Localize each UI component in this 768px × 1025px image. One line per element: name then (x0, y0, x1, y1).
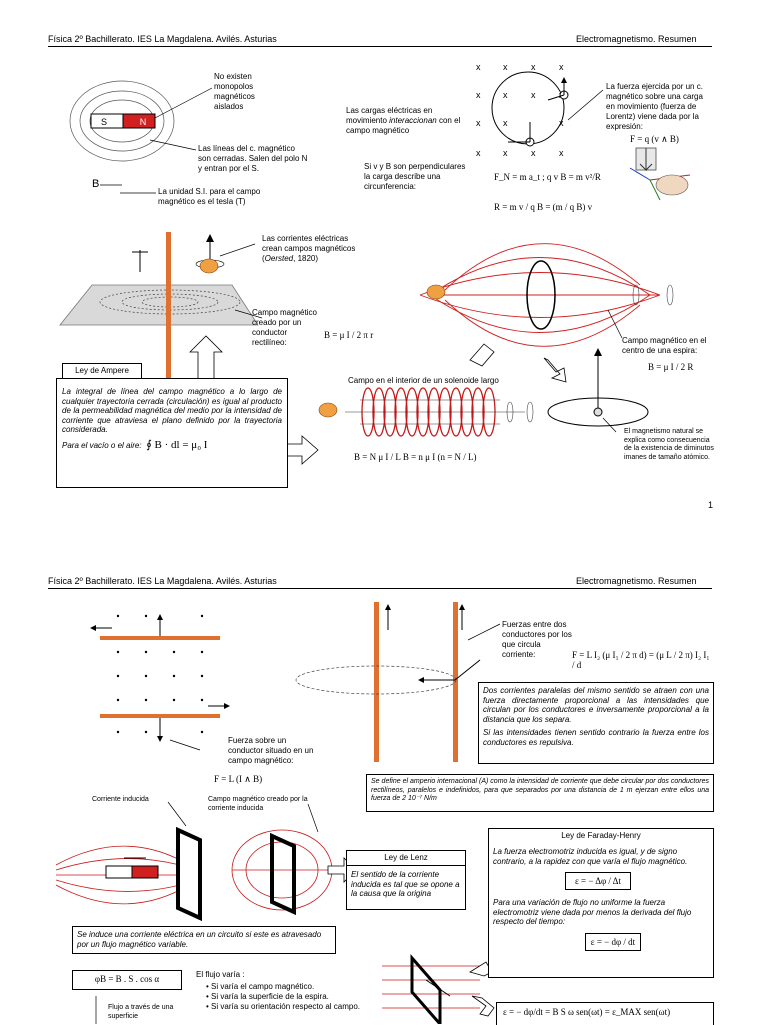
flujo-item-2: • Si varía la superficie de la espira. (206, 992, 329, 1001)
svg-text:x: x (476, 148, 481, 158)
flujo-formula-box: φB = B . S . cos α (72, 970, 182, 990)
magnetismo-natural-text: El magnetismo natural se explica como co… (624, 428, 714, 461)
page1-header-right: Electromagnetismo. Resumen (576, 34, 697, 44)
oersted-wire (166, 232, 171, 392)
solenoide-text: Campo en el interior de un solenoide lar… (348, 376, 499, 385)
lorentz-text: La fuerza ejercida por un c. magnético s… (606, 82, 703, 131)
flujo-item-3: • Si varía su orientación respecto al ca… (206, 1002, 360, 1011)
r-formula: R = m v / q B = (m / q B) v (494, 202, 593, 212)
svg-text:x: x (476, 118, 481, 128)
svg-text:x: x (559, 148, 564, 158)
svg-text:x: x (531, 90, 536, 100)
corriente-inducida-label: Corriente inducida (92, 796, 149, 803)
svg-text:x: x (503, 90, 508, 100)
flujo-formula: φB = B . S . cos α (94, 974, 160, 984)
faraday-box: Ley de Faraday-Henry La fuerza electromo… (488, 828, 714, 978)
induce-box: Se induce una corriente eléctrica en un … (72, 926, 336, 954)
svg-text:x: x (503, 62, 508, 72)
solenoide-formula: B = N μ I / L B = n μ I (n = N / L) (354, 452, 477, 462)
page2-header-left: Física 2º Bachillerato. IES La Magdalena… (48, 576, 277, 586)
svg-text:x: x (559, 118, 564, 128)
magnet-n-label: N (139, 117, 147, 127)
espira-loop (526, 260, 556, 330)
unidad-tesla-text: La unidad S.I. para el campo magnético e… (158, 187, 261, 206)
faraday-text: La fuerza electromotriz inducida es igua… (493, 847, 688, 866)
svg-text:x: x (531, 148, 536, 158)
page1-header-left: Física 2º Bachillerato. IES La Magdalena… (48, 34, 277, 44)
svg-text:x: x (503, 148, 508, 158)
amperio-box: Se define el amperio internacional (A) c… (366, 774, 714, 812)
b-label: B (92, 178, 100, 190)
alternador-box: ε = − dφ/dt = B S ω sen(ωt) = ε_MAX sen(… (496, 1002, 714, 1025)
paralelas-text-1: Dos corrientes paralelas del mismo senti… (483, 686, 709, 724)
magnet-north (122, 113, 156, 129)
ampere-title: Ley de Ampere (75, 366, 129, 375)
paralelas-box: Dos corrientes paralelas del mismo senti… (478, 682, 714, 764)
induce-text: Se induce una corriente eléctrica en un … (77, 930, 322, 949)
page1-header-rule (48, 46, 712, 47)
fuerzas-formula: F = L I₂ (μ I₁ / 2 π d) = (μ L / 2 π) I₂… (572, 650, 710, 670)
svg-text:x: x (476, 62, 481, 72)
faraday-text-2: Para una variación de flujo no uniforme … (493, 898, 692, 926)
no-monopolos-text: No existen monopolos magnéticos aislados (214, 72, 255, 111)
oersted-plane (59, 284, 259, 326)
faraday-formula-1: ε = − Δφ / Δt (565, 872, 631, 890)
flujo-item-1: • Si varía el campo magnético. (206, 982, 315, 991)
amperio-text: Se define el amperio internacional (A) c… (371, 778, 709, 802)
rectilineo-formula: B = μ I / 2 π r (324, 330, 374, 340)
page2-header-right: Electromagnetismo. Resumen (576, 576, 697, 586)
loop-field-lines (419, 243, 661, 347)
faraday-formula-2: ε = − dφ / dt (585, 932, 641, 951)
page1-number: 1 (708, 500, 714, 510)
oersted-text: Las corrientes eléctricas crean campos m… (262, 234, 356, 263)
ampere-box: La integral de línea del campo magnético… (56, 378, 288, 488)
svg-text:x: x (503, 118, 508, 128)
lenz-box: Ley de Lenz El sentido de la corriente i… (346, 850, 466, 910)
lenz-title: Ley de Lenz (347, 851, 465, 866)
flujo-varia-list: • Si varía el campo magnético. • Si varí… (206, 982, 366, 1012)
ampere-text: La integral de línea del campo magnético… (62, 387, 282, 434)
page2-header-rule (48, 588, 712, 589)
paralelas-text-2: Si las intensidades tienen sentido contr… (483, 728, 709, 747)
rectilineo-text: Campo magnético creado por un conductor … (252, 308, 317, 347)
espira-formula: B = μ I / 2 R (648, 362, 694, 372)
flujo-traves-label: Flujo a través de una superficie (108, 1004, 174, 1020)
fuerzas-entre-text: Fuerzas entre dos conductores por los qu… (502, 620, 572, 659)
lorentz-formula: F = q (v ∧ B) (630, 134, 679, 144)
ampere-vacio: Para el vacío o el aire: ∮ B · dl = μ₀ I (62, 438, 208, 451)
lineas-cerradas-text: Las líneas del c. magnético son cerradas… (198, 144, 308, 173)
fn-formula: F_N = m a_t ; q v B = m v²/R (494, 172, 601, 182)
fuerza-conductor-formula: F = L (I ∧ B) (214, 774, 263, 784)
svg-text:x: x (559, 62, 564, 72)
flujo-varia-title: El flujo varía : (196, 970, 245, 979)
fuerza-conductor-text: Fuerza sobre un conductor situado en un … (228, 736, 314, 765)
svg-text:x: x (476, 90, 481, 100)
lenz-text: El sentido de la corriente inducida es t… (351, 870, 460, 898)
perpendiculares-text: Si v y B son perpendiculares la carga de… (364, 162, 466, 191)
magnet-s-label: S (100, 117, 107, 127)
alternador-formula: ε = − dφ/dt = B S ω sen(ωt) = ε_MAX sen(… (503, 1007, 671, 1017)
svg-text:x: x (531, 62, 536, 72)
espira-text: Campo magnético en el centro de una espi… (622, 336, 707, 355)
campo-creado-label: Campo magnético creado por la corriente … (208, 796, 308, 812)
cargas-interaccionan-text: Las cargas eléctricas en movimiento inte… (346, 106, 461, 135)
faraday-title: Ley de Faraday-Henry (561, 831, 641, 840)
